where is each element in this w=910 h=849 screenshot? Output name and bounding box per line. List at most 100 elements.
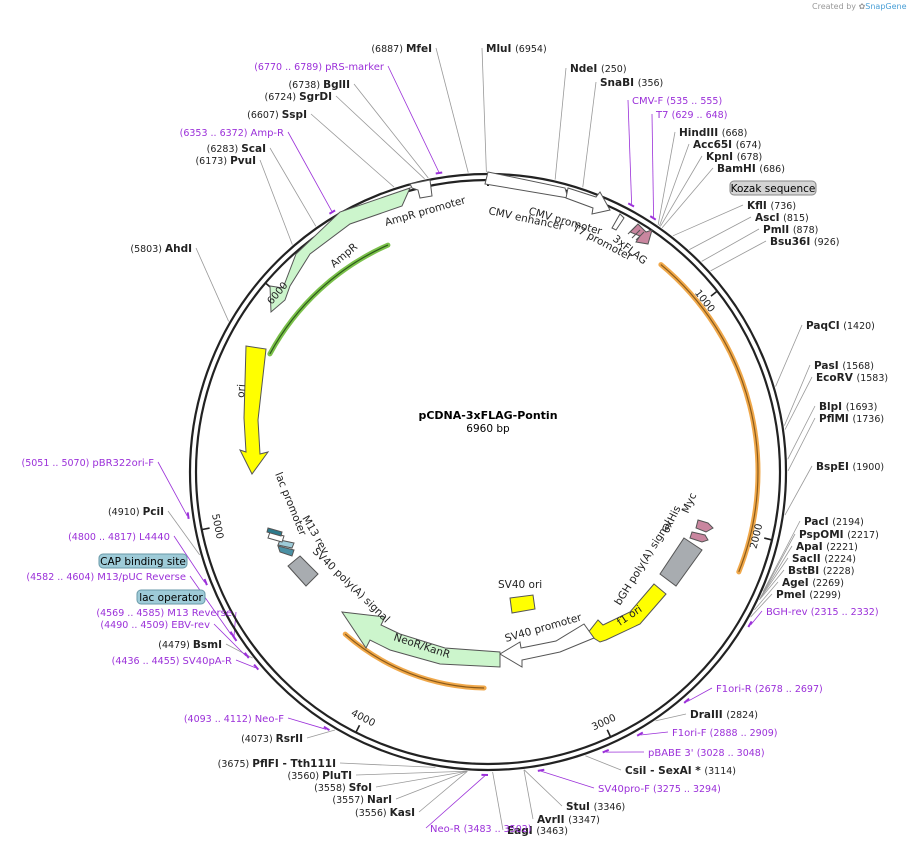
lac-operator-label-box (136, 589, 206, 605)
site-leader-line (657, 131, 676, 225)
t7-promoter-arrow (611, 213, 625, 231)
feature-label-ampr: AmpR (328, 241, 360, 270)
site-leader-line (395, 770, 468, 800)
site-label: KflI (736) (747, 200, 796, 212)
orf-arc-neo-inner (344, 633, 485, 689)
site-leader-line (784, 376, 813, 430)
site-leader-line (787, 417, 816, 472)
primer-mark (683, 697, 690, 704)
site-leader-line (762, 520, 801, 592)
cap-label-box (98, 553, 188, 569)
site-label: (6724) SgrDI (265, 91, 333, 103)
site-leader-line (655, 713, 687, 722)
feature-arrows (239, 171, 714, 668)
site-label: (3560) PluTI (288, 770, 352, 782)
site-leader-line (353, 83, 429, 179)
primer-leader-line (651, 113, 654, 218)
primer-marks (186, 171, 753, 776)
primer-label: F1ori-F (2888 .. 2909) (672, 728, 778, 739)
site-leader-line (339, 762, 436, 768)
primer-leader-line (287, 131, 333, 212)
site-label: NdeI (250) (570, 63, 627, 75)
ampr-promoter-arrow (409, 179, 433, 199)
primer-label: T7 (629 .. 648) (655, 110, 727, 121)
site-label: ApaI (2221) (796, 541, 858, 553)
site-leader-line (759, 545, 793, 599)
primer-leader-line (627, 99, 633, 205)
feature-label-lac-promoter: lac promoter (272, 471, 309, 538)
site-leader-line (784, 364, 811, 426)
plasmid-size: 6960 bp (466, 423, 510, 435)
primer-leader-line (157, 461, 188, 516)
sv40-promoter-arrow (499, 623, 595, 668)
primer-label: (4569 .. 4585) M13 Reverse (96, 608, 232, 619)
site-label: HindIII (668) (679, 127, 747, 139)
site-leader-line (554, 67, 567, 180)
primer-leader-line (425, 775, 485, 829)
tick-mark (710, 290, 718, 297)
site-leader-line (775, 324, 803, 387)
site-label: PmeI (2299) (776, 589, 841, 601)
site-leader-line (481, 47, 487, 173)
primer-mark (229, 631, 235, 638)
site-label: DraIII (2824) (690, 709, 758, 721)
feature-label-cmv-enhancer: CMV enhancer (487, 205, 565, 233)
site-leader-line (195, 247, 229, 322)
primer-label: (6353 .. 6372) Amp-R (180, 128, 284, 139)
primer-leader-line (387, 65, 440, 173)
site-label: (4073) RsrII (241, 733, 303, 745)
site-label: StuI (3346) (566, 801, 625, 813)
orf-arcs (267, 242, 761, 691)
tick-mark (355, 724, 361, 733)
site-leader-line (759, 557, 789, 600)
site-leader-line (787, 405, 816, 460)
site-label: AvrII (3347) (537, 814, 600, 826)
site-leader-line (701, 228, 760, 262)
3xflag-marks (627, 225, 645, 241)
site-label: (5803) AhdI (130, 243, 192, 255)
tick-mark (764, 537, 773, 541)
primer-label: (5051 .. 5070) pBR322ori-F (22, 458, 155, 469)
primer-mark (328, 209, 336, 215)
site-label: (6738) BglII (288, 79, 350, 91)
site-label: (6173) PvuI (195, 155, 256, 167)
primer-label: BGH-rev (2315 .. 2332) (766, 607, 879, 618)
site-leader-line (754, 581, 779, 611)
site-leader-line (375, 770, 467, 788)
site-leader-line (269, 147, 317, 227)
primer-leader-line (287, 717, 327, 730)
tick-mark (201, 527, 210, 531)
site-label: KpnI (678) (706, 151, 762, 163)
site-leader-line (659, 143, 690, 226)
tick-mark (606, 729, 612, 738)
primer-mark (602, 748, 610, 754)
snapgene-logo-icon: ✿ (858, 2, 866, 11)
site-label: PasI (1568) (814, 360, 874, 372)
primer-label: (4093 .. 4112) Neo-F (184, 714, 284, 725)
primer-mark (636, 731, 644, 737)
site-label: (3558) SfoI (314, 782, 372, 794)
primer-label: (4490 .. 4509) EBV-rev (100, 620, 210, 631)
primer-label: (6770 .. 6789) pRS-marker (254, 62, 385, 73)
primer-leader-line (750, 610, 763, 625)
site-leader-line (492, 771, 504, 831)
tick-label: 3000 (590, 713, 618, 734)
site-leader-line (760, 533, 796, 598)
site-leader-line (259, 159, 293, 245)
primer-mark (253, 663, 260, 671)
site-label: BstBI (2228) (788, 565, 854, 577)
primer-label: (4436 .. 4455) SV40pA-R (112, 656, 232, 667)
primer-leader-line (687, 687, 713, 702)
site-leader-line (689, 216, 752, 250)
primer-leader-line (173, 535, 206, 583)
primer-label: pBABE 3' (3028 .. 3048) (648, 748, 765, 759)
site-leader-line (759, 569, 785, 601)
tick-label: 4000 (349, 708, 377, 729)
site-label: (4910) PciI (108, 506, 164, 518)
6xhis-arrow (695, 519, 714, 533)
site-leader-line (710, 240, 767, 272)
primer-leader-line (213, 623, 247, 657)
site-leader-line (585, 755, 622, 771)
ori-arrow (239, 345, 270, 475)
